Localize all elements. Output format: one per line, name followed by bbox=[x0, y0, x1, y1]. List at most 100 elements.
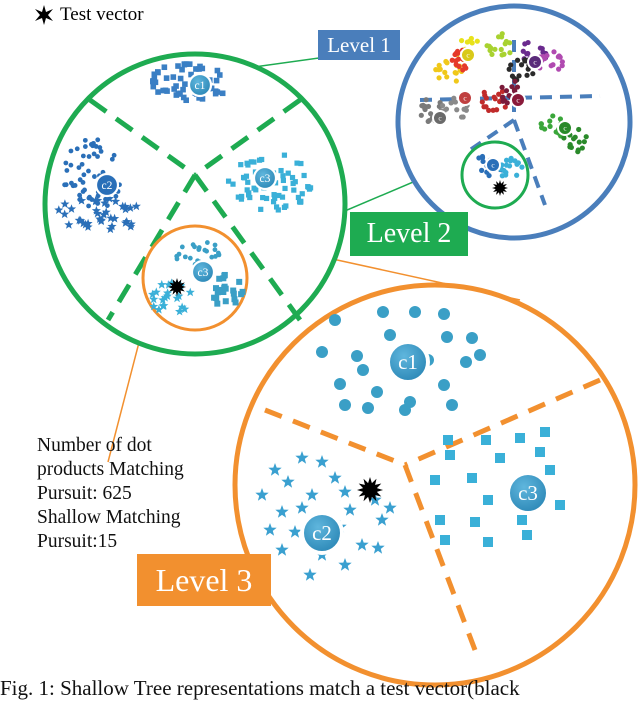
dot-product-line: products Matching bbox=[37, 459, 184, 480]
data-point bbox=[338, 485, 352, 498]
data-point bbox=[491, 94, 497, 100]
data-point bbox=[295, 194, 302, 201]
data-point bbox=[278, 167, 284, 174]
data-point bbox=[213, 254, 218, 259]
data-point bbox=[506, 66, 512, 72]
data-point bbox=[230, 181, 236, 187]
data-point bbox=[255, 488, 269, 501]
data-point bbox=[275, 505, 289, 518]
centroid: c bbox=[457, 90, 473, 106]
data-point bbox=[91, 174, 97, 179]
data-point bbox=[572, 134, 578, 140]
data-point bbox=[182, 81, 188, 87]
data-point bbox=[64, 168, 70, 173]
data-point bbox=[439, 102, 446, 109]
data-point bbox=[461, 63, 468, 69]
data-point bbox=[481, 435, 491, 445]
data-point bbox=[305, 488, 319, 501]
data-point bbox=[509, 84, 515, 90]
data-point bbox=[240, 174, 247, 181]
data-point bbox=[231, 296, 238, 303]
data-point bbox=[91, 151, 97, 157]
data-point bbox=[438, 379, 450, 391]
data-point bbox=[155, 69, 161, 76]
data-point bbox=[204, 240, 210, 245]
data-point bbox=[538, 121, 544, 127]
data-point bbox=[121, 218, 131, 227]
data-point bbox=[125, 203, 135, 212]
data-point bbox=[343, 503, 357, 516]
data-point bbox=[575, 147, 581, 153]
data-point bbox=[281, 152, 288, 158]
data-point bbox=[175, 63, 181, 69]
data-point bbox=[539, 45, 545, 52]
data-point bbox=[437, 66, 443, 72]
data-point bbox=[452, 70, 458, 76]
data-point bbox=[556, 66, 562, 72]
data-point bbox=[82, 187, 87, 193]
data-point bbox=[81, 172, 87, 178]
data-point bbox=[101, 207, 111, 217]
data-point bbox=[351, 350, 363, 362]
data-point bbox=[93, 208, 103, 218]
centroid-label: c bbox=[463, 93, 467, 102]
data-point bbox=[282, 185, 288, 192]
data-point bbox=[68, 148, 74, 154]
test-vector-marker bbox=[357, 477, 383, 503]
data-point bbox=[428, 111, 434, 117]
data-point bbox=[181, 61, 188, 67]
data-point bbox=[270, 199, 277, 205]
data-point bbox=[98, 149, 104, 154]
data-point bbox=[486, 107, 492, 113]
data-point bbox=[120, 204, 131, 214]
cluster-marks bbox=[54, 31, 589, 581]
data-point bbox=[328, 471, 342, 484]
centroid: c3 bbox=[190, 259, 216, 285]
data-point bbox=[151, 71, 158, 78]
data-point bbox=[525, 39, 531, 46]
data-point bbox=[329, 314, 341, 326]
data-point bbox=[131, 201, 141, 211]
data-point bbox=[480, 158, 486, 165]
data-point bbox=[86, 203, 92, 209]
data-point bbox=[522, 57, 528, 63]
data-point bbox=[96, 216, 106, 226]
data-point bbox=[547, 123, 553, 129]
data-point bbox=[281, 475, 295, 488]
data-point bbox=[197, 63, 203, 70]
test-vector-legend-icon bbox=[35, 5, 53, 25]
data-point bbox=[88, 142, 94, 147]
data-point bbox=[299, 191, 305, 197]
data-point bbox=[176, 251, 182, 257]
data-point bbox=[171, 86, 177, 92]
data-point bbox=[362, 402, 374, 414]
data-point bbox=[213, 77, 220, 84]
data-point bbox=[559, 59, 565, 65]
data-point bbox=[357, 364, 369, 376]
data-point bbox=[151, 287, 161, 297]
data-point bbox=[280, 177, 286, 184]
data-point bbox=[445, 450, 455, 460]
level3-label: Level 3 bbox=[137, 554, 271, 606]
data-point bbox=[157, 279, 167, 289]
data-point bbox=[159, 300, 169, 310]
data-point bbox=[122, 216, 132, 226]
data-point bbox=[285, 170, 291, 176]
data-point bbox=[186, 61, 193, 67]
data-point bbox=[180, 86, 186, 93]
level1-label: Level 1 bbox=[318, 30, 400, 60]
data-point bbox=[214, 89, 221, 95]
data-point bbox=[483, 537, 493, 547]
data-point bbox=[163, 288, 173, 297]
data-point bbox=[230, 290, 237, 297]
data-point bbox=[315, 455, 329, 468]
data-point bbox=[550, 62, 556, 68]
centroid-label: c3 bbox=[260, 173, 271, 185]
data-point bbox=[185, 287, 195, 297]
data-point bbox=[544, 52, 550, 59]
data-point bbox=[86, 154, 92, 159]
data-point bbox=[451, 95, 457, 101]
data-point bbox=[150, 78, 156, 85]
data-point bbox=[479, 99, 485, 105]
dot-product-line: Shallow Matching bbox=[37, 507, 181, 528]
